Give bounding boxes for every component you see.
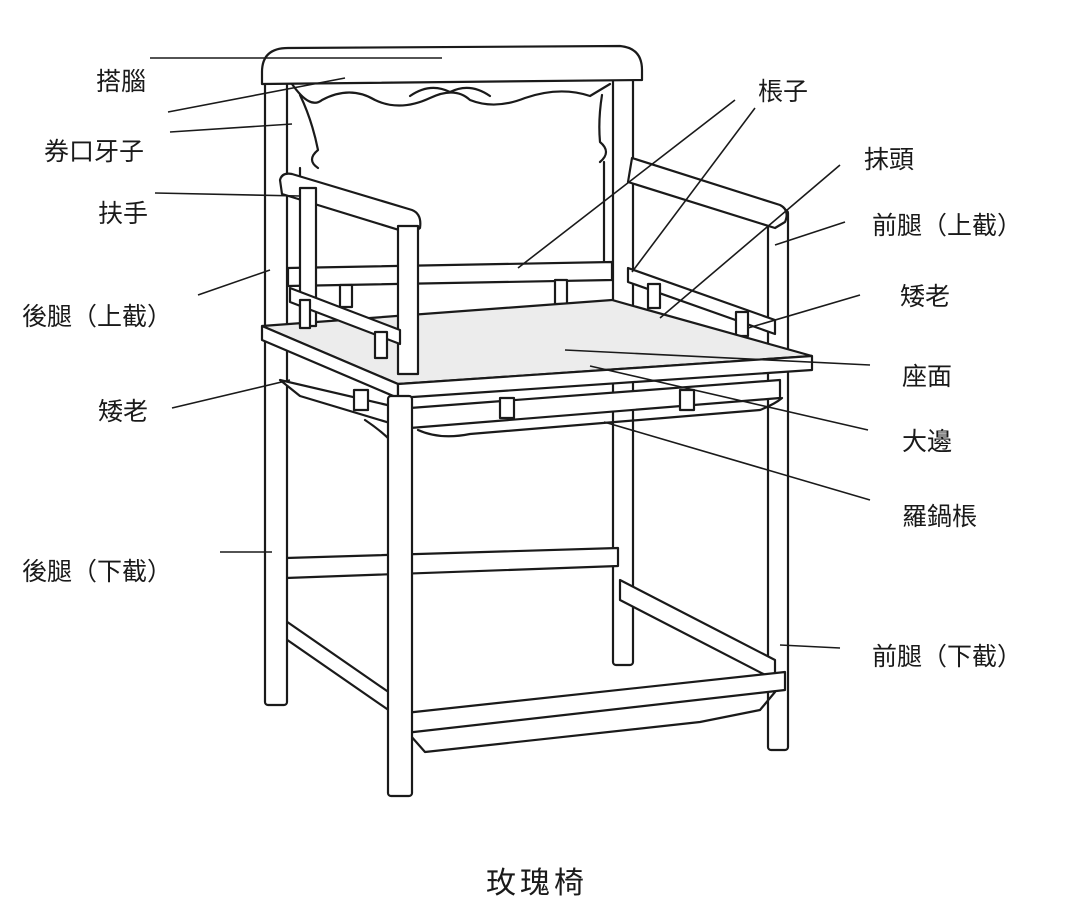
seat-apron [278, 378, 784, 442]
label-back-leg-upper: 後腿（上截） [22, 302, 172, 331]
label-back-leg-lower: 後腿（下截） [22, 557, 172, 586]
right-armrest [626, 156, 788, 338]
back-apron [290, 82, 612, 272]
leader-lines [150, 57, 871, 649]
label-back-apron: 券口牙子 [44, 137, 144, 166]
part-labels: 搭腦 券口牙子 扶手 後腿（上截） 矮老 後腿（下截） 棖子 抹頭 前腿（上截）… [22, 67, 1022, 671]
back-lower-rail [286, 260, 614, 309]
left-front-leg [386, 394, 414, 798]
chair-illustration [260, 44, 814, 798]
label-armrest: 扶手 [98, 199, 148, 228]
label-short-post-right: 矮老 [900, 282, 950, 311]
label-crest-rail: 搭腦 [96, 67, 146, 96]
crest-rail [260, 44, 644, 86]
diagram-caption: 玫瑰椅 [486, 866, 588, 901]
label-stretcher: 棖子 [758, 77, 808, 106]
left-armrest [278, 172, 422, 376]
label-front-leg-upper: 前腿（上截） [872, 211, 1022, 240]
label-humpback-stretcher: 羅鍋棖 [902, 502, 977, 531]
label-long-edge: 大邊 [902, 427, 952, 456]
bottom-stretchers [268, 546, 787, 754]
label-frame-rail: 抹頭 [864, 145, 914, 174]
label-short-post-left: 矮老 [98, 397, 148, 426]
label-seat: 座面 [902, 362, 952, 391]
label-front-leg-lower: 前腿（下截） [872, 642, 1022, 671]
